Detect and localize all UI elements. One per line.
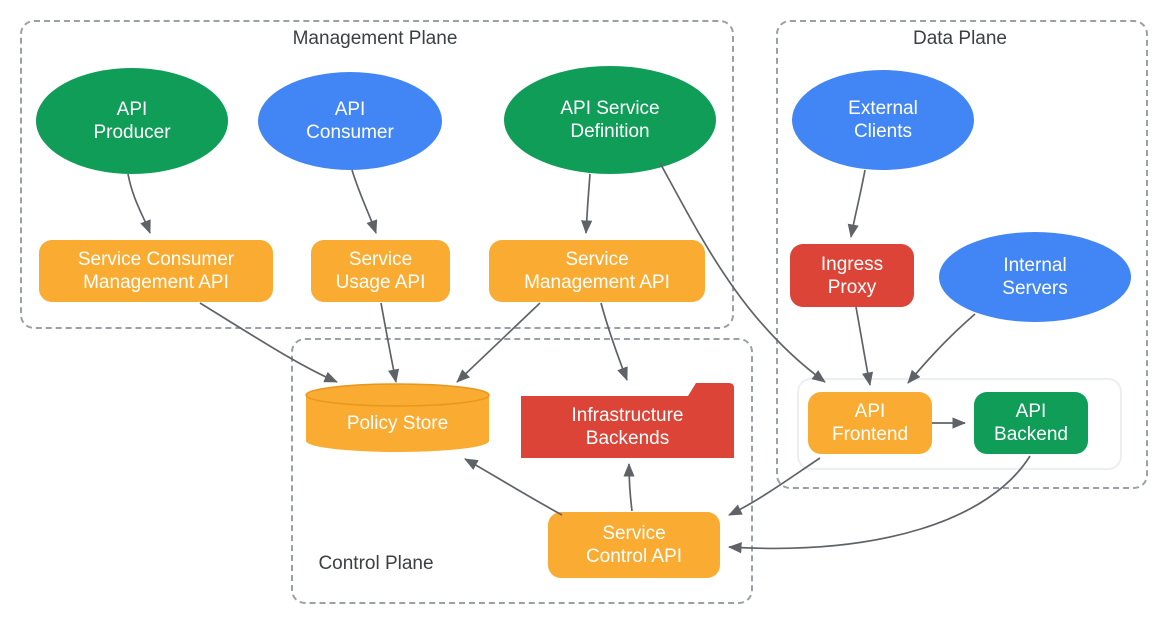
node-api-frontend[interactable] [808, 392, 932, 454]
plane-label-data: Data Plane [912, 28, 1008, 49]
node-service-management-api[interactable] [489, 240, 705, 302]
node-api-producer[interactable] [36, 68, 228, 174]
node-internal-servers[interactable] [939, 232, 1131, 322]
node-service-control-api[interactable] [548, 512, 720, 578]
node-service-usage-api[interactable] [311, 240, 450, 302]
plane-label-management: Management Plane [292, 28, 458, 49]
node-api-backend[interactable] [974, 392, 1088, 454]
node-api-consumer[interactable] [258, 72, 442, 170]
node-api-service-definition[interactable] [504, 66, 716, 174]
node-policy-store[interactable] [305, 383, 490, 453]
node-service-consumer-management-api[interactable] [39, 240, 273, 302]
node-infrastructure-backends[interactable] [521, 383, 734, 458]
node-ingress-proxy[interactable] [790, 244, 914, 307]
node-external-clients[interactable] [792, 70, 974, 170]
plane-label-control: Control Plane [318, 553, 434, 574]
